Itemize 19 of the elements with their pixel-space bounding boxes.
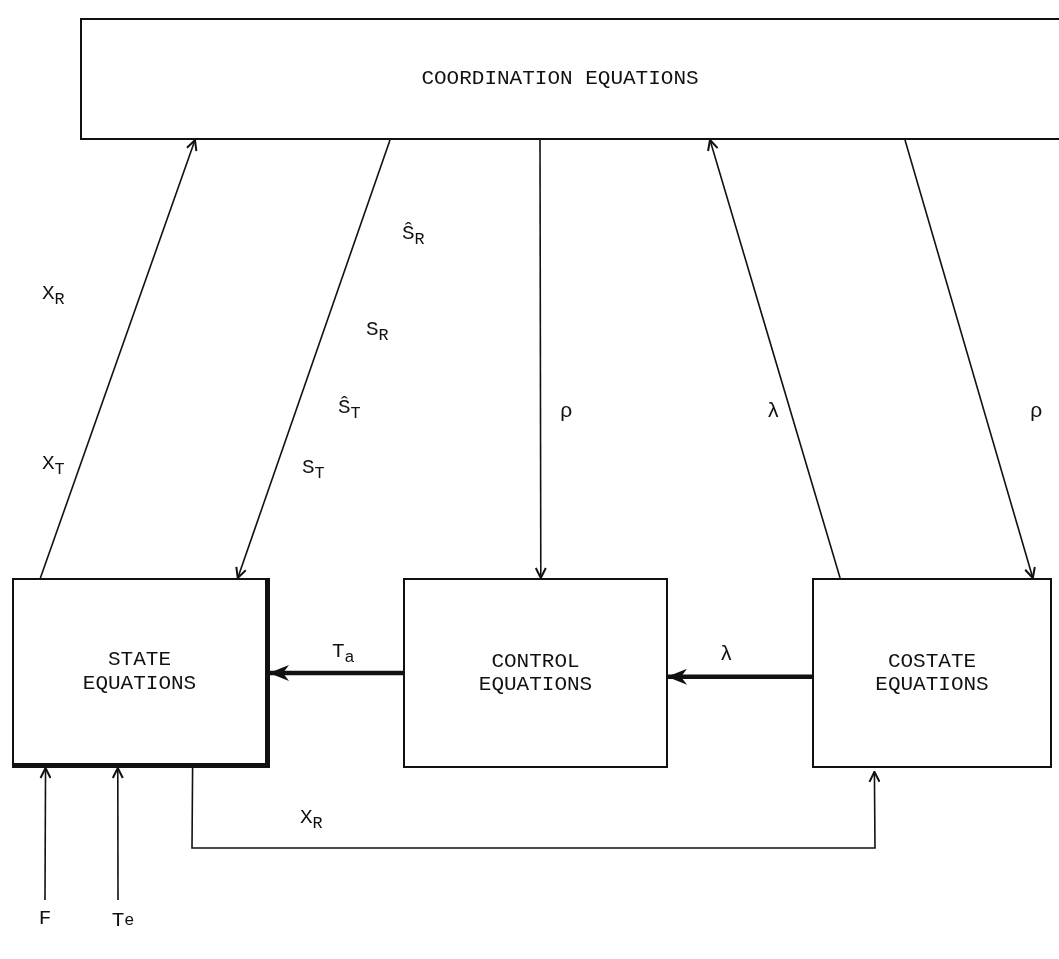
arrow	[39, 139, 198, 579]
process-box	[403, 578, 668, 768]
arrow	[111, 767, 124, 901]
arrow	[39, 767, 52, 901]
process-box	[812, 578, 1052, 768]
process-box	[12, 578, 270, 768]
arrow	[269, 665, 403, 681]
arrow	[904, 139, 1036, 579]
box-label: CONTROL EQUATIONS	[477, 649, 594, 697]
box-label: STATE EQUATIONS	[81, 648, 198, 695]
arrow	[667, 668, 812, 685]
arrow	[707, 139, 841, 579]
box-label: COSTATE EQUATIONS	[874, 649, 990, 697]
arrow	[235, 139, 391, 579]
arrow	[534, 139, 547, 579]
arrow	[191, 767, 881, 849]
process-box	[80, 18, 1059, 140]
box-label: COORDINATION EQUATIONS	[421, 67, 699, 91]
signal-label: F	[30, 900, 60, 936]
